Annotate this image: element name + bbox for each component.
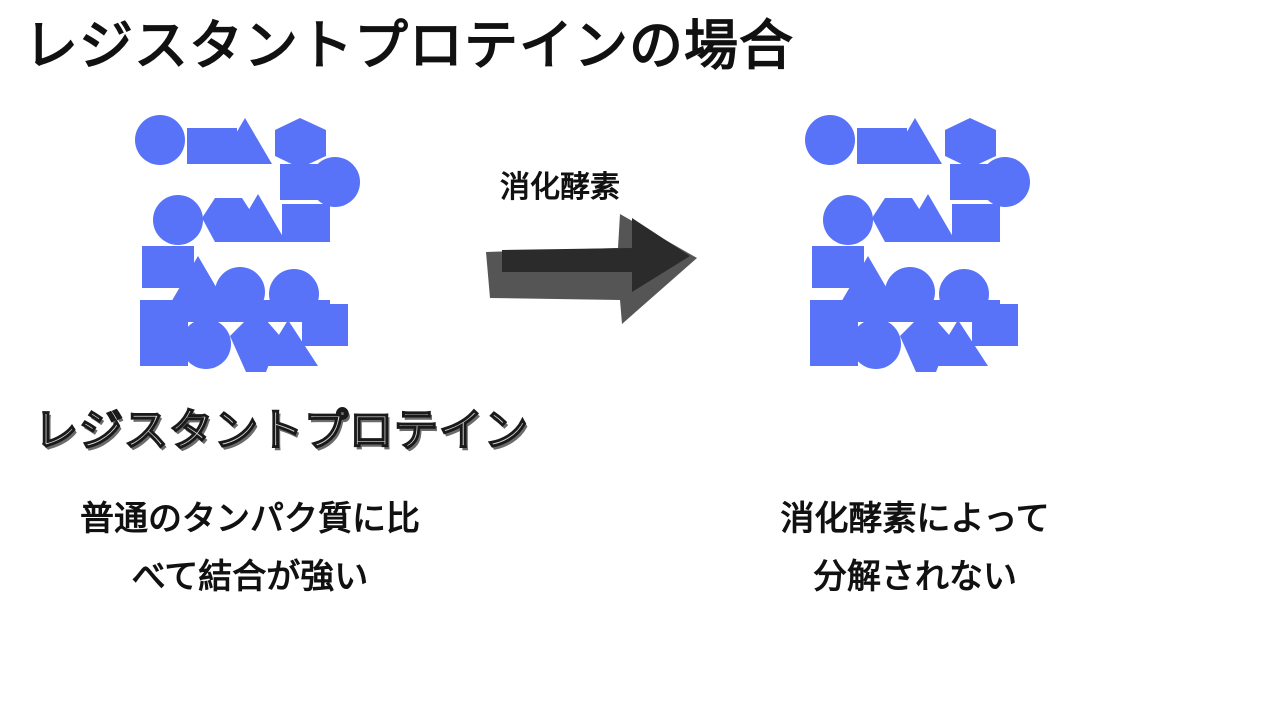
- chain-unit-rect: [952, 204, 1000, 242]
- right-caption-line-2: 分解されない: [813, 557, 1017, 597]
- left-caption: 普通のタンパク質に比 べて結合が強い: [20, 490, 480, 606]
- chain-unit-rect: [810, 318, 858, 366]
- chain-unit-polygon: [888, 118, 942, 164]
- chain-unit-rect: [950, 164, 1005, 200]
- chain-unit-circle: [805, 115, 855, 165]
- chain-unit-polygon: [170, 256, 226, 304]
- resistant-protein-label: レジスタントプロテイン: [33, 404, 529, 457]
- chain-unit-circle: [823, 195, 873, 245]
- right-arrow-icon: [486, 214, 697, 324]
- chain-unit-polygon: [930, 320, 988, 366]
- chain-shapes: [805, 115, 1030, 372]
- chain-shapes: [135, 115, 360, 372]
- chain-unit-circle: [181, 319, 231, 369]
- protein-chain-left: [135, 115, 360, 372]
- left-caption-line-1: 普通のタンパク質に比: [80, 499, 420, 539]
- chain-unit-polygon: [900, 194, 956, 242]
- arrow-body: [502, 218, 690, 292]
- chain-unit-rect: [302, 304, 348, 346]
- chain-unit-polygon: [275, 118, 326, 168]
- right-caption: 消化酵素によって 分解されない: [690, 490, 1140, 606]
- chain-unit-rect: [282, 204, 330, 242]
- chain-unit-rect: [140, 300, 330, 322]
- chain-unit-polygon: [230, 194, 286, 242]
- enzyme-label: 消化酵素: [500, 170, 620, 205]
- chain-unit-rect: [280, 164, 335, 200]
- chain-unit-circle: [135, 115, 185, 165]
- chain-unit-rect: [810, 300, 1000, 322]
- chain-unit-rect: [140, 318, 188, 366]
- chain-unit-polygon: [840, 256, 896, 304]
- page-title: レジスタントプロテインの場合: [24, 14, 794, 77]
- chain-unit-polygon: [260, 320, 318, 366]
- chain-unit-polygon: [945, 118, 996, 168]
- protein-chain-right: [805, 115, 1030, 372]
- chain-unit-polygon: [218, 118, 272, 164]
- chain-unit-rect: [972, 304, 1018, 346]
- left-caption-line-2: べて結合が強い: [131, 557, 369, 597]
- chain-unit-circle: [851, 319, 901, 369]
- right-caption-line-1: 消化酵素によって: [780, 499, 1050, 539]
- chain-unit-circle: [153, 195, 203, 245]
